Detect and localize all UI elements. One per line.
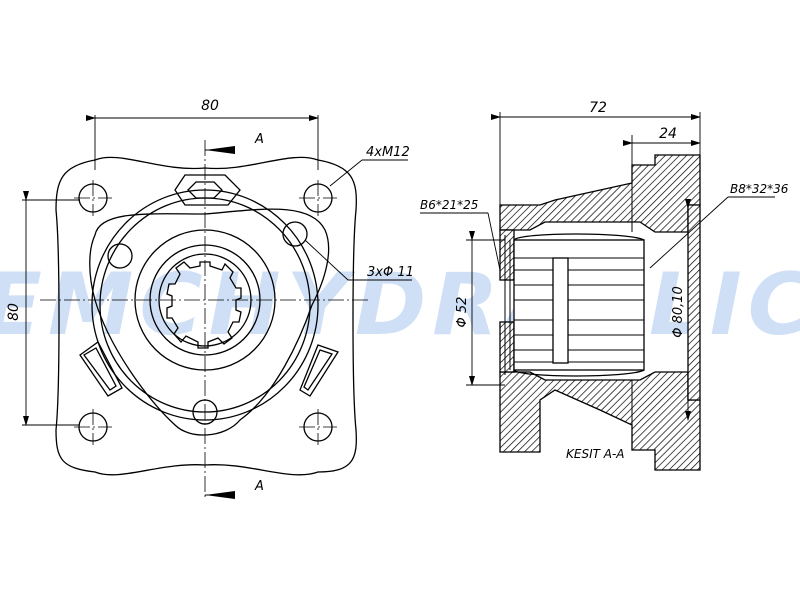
bolt-holes-label: 3xΦ 11	[367, 265, 414, 280]
left-rib	[79, 341, 123, 397]
square-flange-outline	[55, 156, 357, 476]
section-flange-dimension: 24	[659, 126, 677, 142]
section-key	[552, 257, 569, 364]
spline-left-label: B6*21*25	[420, 198, 478, 212]
section-body-bottom	[499, 371, 701, 471]
section-view	[420, 112, 775, 471]
bolt-hole-left	[107, 243, 133, 269]
front-view	[22, 115, 412, 500]
bolt-hole-right	[282, 221, 308, 247]
section-caption: KESIT A-A	[566, 447, 625, 461]
section-hub-left-top	[499, 229, 515, 281]
front-height-dimension: 80	[6, 303, 22, 321]
right-rib	[299, 344, 339, 397]
section-marker-bottom: A	[254, 479, 264, 494]
top-boss	[174, 174, 241, 206]
threaded-holes-label: 4xM12	[366, 145, 410, 160]
section-length-dimension: 72	[589, 100, 607, 116]
bore-diameter-label: Φ 52	[455, 297, 470, 328]
section-bore	[513, 239, 645, 371]
spline-right-label: B8*32*36	[730, 182, 789, 196]
triangular-flange-outline	[89, 208, 330, 436]
watermark: EMCHYDRAULIC	[0, 255, 800, 355]
spline-bore	[166, 261, 242, 349]
outer-diameter-label: Φ 80,10	[671, 286, 686, 338]
section-body-top	[499, 154, 701, 233]
section-marker-top: A	[254, 132, 264, 147]
section-hub-left-bottom	[499, 321, 515, 373]
front-width-dimension: 80	[201, 98, 219, 114]
